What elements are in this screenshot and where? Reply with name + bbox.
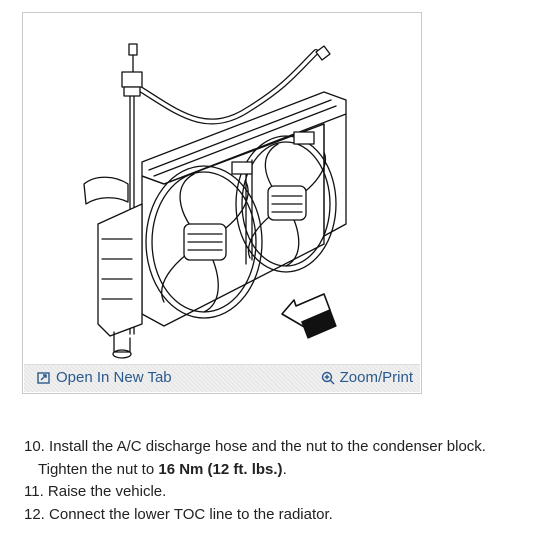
open-in-new-tab-label: Open In New Tab (56, 369, 172, 386)
torque-spec: 16 Nm (12 ft. lbs.) (158, 460, 283, 478)
step-detail: Tighten the nut to 16 Nm (12 ft. lbs.). (24, 459, 534, 482)
step-text: Install the A/C discharge hose and the n… (49, 438, 486, 455)
step-detail-prefix: Tighten the nut to (38, 460, 159, 478)
figure-frame: Open In New Tab Zoom/Print (22, 12, 422, 394)
step-number: 12. (24, 505, 45, 523)
magnifier-icon (321, 371, 335, 384)
step-text: Connect the lower TOC line to the radiat… (49, 505, 333, 523)
zoom-print-link[interactable]: Zoom/Print (321, 369, 413, 386)
open-in-new-tab-link[interactable]: Open In New Tab (37, 369, 172, 386)
open-external-icon (37, 371, 50, 384)
step-text: Raise the vehicle. (47, 483, 167, 500)
step-number: 10. (24, 438, 45, 455)
step-detail-suffix: . (282, 460, 287, 478)
zoom-print-label: Zoom/Print (339, 369, 413, 386)
figure-toolbar: Open In New Tab Zoom/Print (24, 364, 420, 392)
step-number: 11. (24, 483, 44, 500)
radiator-fan-illustration (83, 43, 347, 359)
step-item: 11. Raise the vehicle. (24, 481, 534, 504)
step-item: 10. Install the A/C discharge hose and t… (24, 436, 534, 459)
step-item: 12. Connect the lower TOC line to the ra… (24, 504, 534, 527)
procedure-steps: 10. Install the A/C discharge hose and t… (24, 436, 534, 526)
